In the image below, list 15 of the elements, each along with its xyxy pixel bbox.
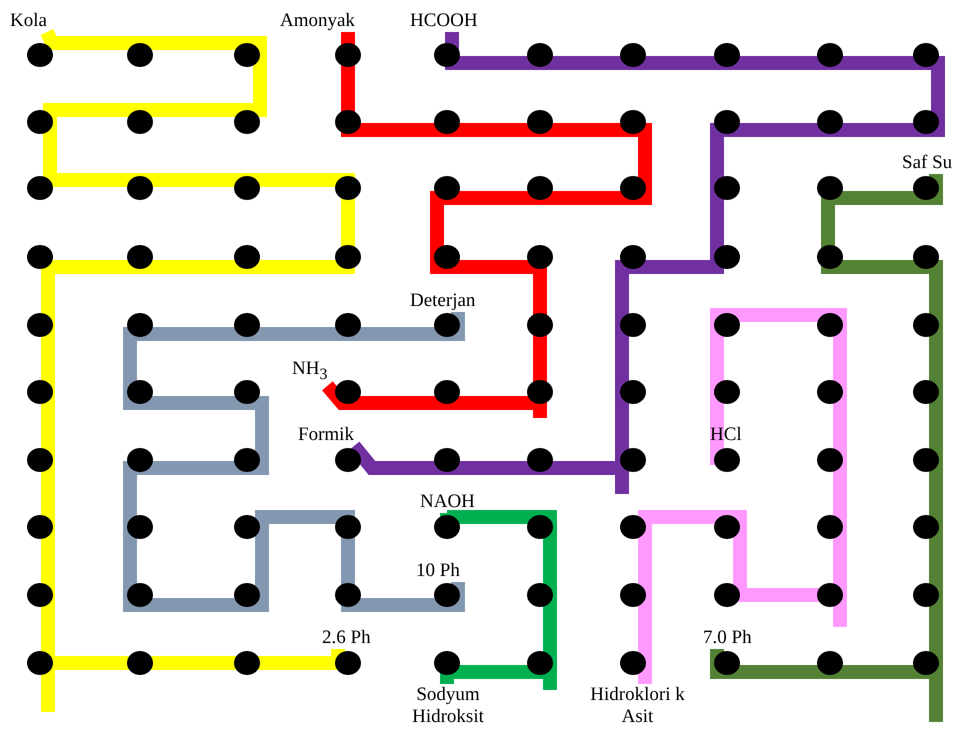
text-label: 7.0 Ph — [703, 627, 752, 649]
text-label: Formik — [298, 424, 354, 446]
text-label: 2.6 Ph — [322, 627, 371, 649]
text-label: Deterjan — [410, 290, 476, 312]
text-label: NH$_{3}$ — [292, 358, 328, 386]
text-label: 10 Ph — [416, 560, 460, 582]
text-label: Hidroklori k Asit — [590, 684, 685, 728]
text-label: HCl — [710, 424, 742, 446]
text-label: HCOOH — [410, 10, 478, 32]
path-line — [123, 312, 465, 612]
text-label: Sodyum Hidroksit — [398, 684, 498, 728]
text-label: NAOH — [420, 491, 475, 513]
text-label: Saf Su — [902, 152, 952, 174]
text-label: Kola — [10, 10, 47, 32]
text-label: Amonyak — [280, 10, 355, 32]
